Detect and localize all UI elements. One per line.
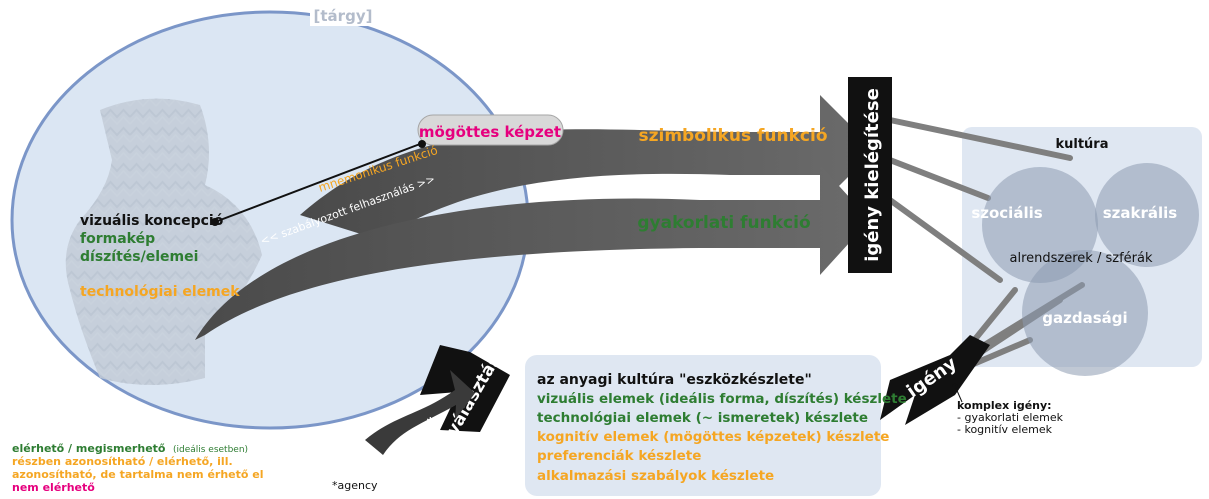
- concept-connector: [214, 143, 421, 223]
- legend-orange-1: részben azonosítható / elérhető, ill.: [12, 455, 233, 468]
- legend-green-small: (ideális esetben): [173, 445, 248, 455]
- toolkit-visual: vizuális elemek (ideális forma, díszítés…: [537, 391, 907, 407]
- culture-social: szociális: [971, 204, 1042, 222]
- practical-function-label: gyakorlati funkció: [637, 213, 810, 233]
- toolkit-technological: technológiai elemek (~ ismeretek) készle…: [537, 410, 868, 426]
- toolkit-rules: alkalmazási szabályok készlete: [537, 468, 774, 484]
- pot-image: [65, 98, 262, 386]
- hidden-image-label: mögöttes képzet: [419, 123, 561, 141]
- legend-green: elérhető / megismerhető (ideális esetben…: [12, 442, 248, 455]
- culture-subsystems: alrendszerek / szférák: [1010, 251, 1153, 266]
- practical-arrow: [195, 165, 870, 340]
- circle-economic: [1022, 250, 1148, 376]
- need-satisfaction-label: igény kielégítése: [862, 88, 883, 262]
- legend-green-bold: elérhető / megismerhető: [12, 442, 166, 455]
- visual-concept-title: vizuális koncepció: [80, 213, 224, 229]
- innovation-arrow: [365, 370, 475, 455]
- culture-title: kultúra: [1055, 137, 1108, 152]
- symbolic-arrow: [300, 95, 875, 240]
- hidden-image-pill: [417, 114, 564, 146]
- visual-concept-form: formakép: [80, 231, 155, 247]
- culture-sacral: szakrális: [1103, 204, 1178, 222]
- object-label-bg: [310, 4, 376, 26]
- legend-magenta: nem elérhető: [12, 481, 95, 494]
- symbolic-function-label: szimbolikus funkció: [639, 126, 828, 146]
- need-arrow: [880, 335, 990, 425]
- complex-need-title: komplex igény:: [957, 399, 1052, 412]
- concept-dot: [211, 218, 219, 226]
- need-pointer: [954, 385, 963, 403]
- visual-concept-tech: technológiai elemek: [80, 284, 240, 300]
- toolkit-box: [525, 355, 881, 496]
- toolkit-title: az anyagi kultúra "eszközkészlete": [537, 372, 812, 388]
- legend-orange-2: azonosítható, de tartalma nem érhető el: [12, 468, 264, 481]
- culture-economic: gazdasági: [1042, 309, 1127, 327]
- toolkit-cognitive: kognitív elemek (mögöttes képzetek) kész…: [537, 429, 889, 445]
- agency-note: *agency: [332, 479, 378, 492]
- complex-need-item2: - kognitív elemek: [957, 423, 1053, 436]
- toolkit-preferences: preferenciák készlete: [537, 448, 701, 464]
- complex-need-item1: - gyakorlati elemek: [957, 411, 1064, 424]
- visual-concept-decoration: díszítés/elemei: [80, 249, 198, 265]
- circle-sacral: [1095, 163, 1199, 267]
- object-label: [tárgy]: [314, 7, 373, 25]
- need-satisfaction-bar: [848, 77, 892, 273]
- hidden-image-dot: [418, 140, 426, 148]
